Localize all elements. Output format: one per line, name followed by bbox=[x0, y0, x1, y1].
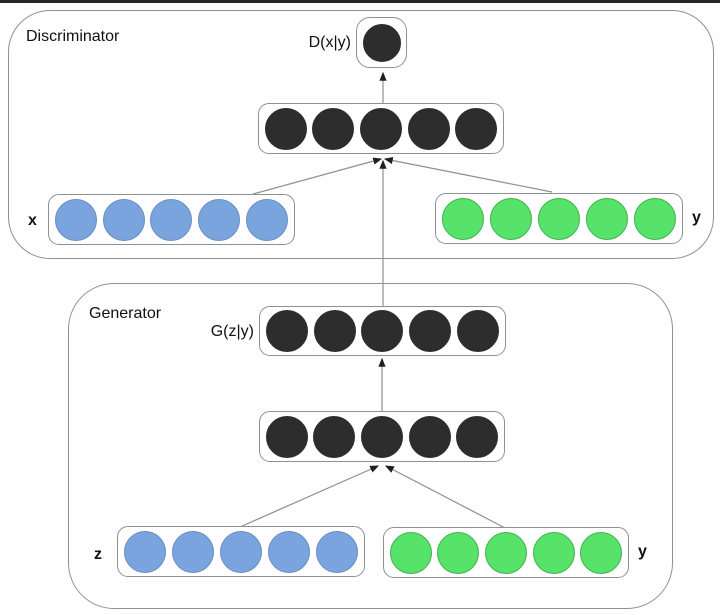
z-input-label: z bbox=[94, 546, 102, 563]
blue-neuron-node bbox=[54, 198, 97, 241]
dark-neuron-node bbox=[313, 415, 356, 458]
blue-neuron-node bbox=[150, 198, 193, 241]
d-output-label: D(x|y) bbox=[308, 34, 351, 51]
green-neuron-node bbox=[634, 197, 676, 240]
blue-neuron-node bbox=[124, 530, 166, 573]
dark-neuron-node bbox=[313, 310, 356, 352]
d-y-input-layer bbox=[435, 193, 683, 244]
dark-neuron-node bbox=[361, 310, 404, 352]
dark-neuron-node bbox=[409, 310, 452, 352]
blue-neuron-node bbox=[220, 530, 262, 573]
d-output-layer bbox=[356, 17, 407, 68]
dark-neuron-node bbox=[407, 107, 450, 150]
generator-box bbox=[68, 283, 673, 609]
g-hidden-layer bbox=[259, 411, 505, 462]
green-neuron-node bbox=[532, 531, 575, 574]
blue-neuron-node bbox=[172, 530, 214, 573]
dark-neuron-node bbox=[457, 310, 500, 352]
blue-neuron-node bbox=[246, 198, 289, 241]
green-neuron-node bbox=[538, 197, 580, 240]
discriminator-box bbox=[8, 10, 714, 259]
dark-neuron-node bbox=[455, 107, 498, 150]
dark-neuron-node bbox=[312, 107, 355, 150]
dark-neuron-node bbox=[456, 415, 499, 458]
blue-neuron-node bbox=[198, 198, 241, 241]
blue-neuron-node bbox=[316, 530, 358, 573]
g-output-layer bbox=[259, 306, 506, 356]
g-output-label: G(z|y) bbox=[210, 323, 254, 340]
top-border-strip bbox=[0, 0, 720, 3]
dark-neuron-node bbox=[360, 415, 403, 458]
dark-neuron-node bbox=[362, 23, 401, 62]
dark-neuron-node bbox=[265, 415, 308, 458]
dark-neuron-node bbox=[408, 415, 451, 458]
green-neuron-node bbox=[437, 531, 480, 574]
dark-neuron-node bbox=[359, 107, 402, 150]
g-y-input-layer bbox=[383, 527, 629, 578]
x-input-label: x bbox=[28, 212, 37, 229]
green-neuron-node bbox=[580, 531, 623, 574]
blue-neuron-node bbox=[102, 198, 145, 241]
green-neuron-node bbox=[389, 531, 432, 574]
discriminator-title: Discriminator bbox=[26, 28, 120, 45]
green-neuron-node bbox=[586, 197, 628, 240]
blue-neuron-node bbox=[268, 530, 310, 573]
generator-title: Generator bbox=[89, 305, 162, 322]
green-neuron-node bbox=[442, 197, 484, 240]
green-neuron-node bbox=[490, 197, 532, 240]
dark-neuron-node bbox=[265, 310, 308, 352]
d-hidden-layer bbox=[258, 103, 504, 154]
d-y-input-label: y bbox=[692, 209, 701, 226]
x-input-layer bbox=[48, 194, 295, 245]
green-neuron-node bbox=[484, 531, 527, 574]
z-input-layer bbox=[117, 526, 365, 577]
dark-neuron-node bbox=[264, 107, 307, 150]
g-y-input-label: y bbox=[638, 543, 647, 560]
